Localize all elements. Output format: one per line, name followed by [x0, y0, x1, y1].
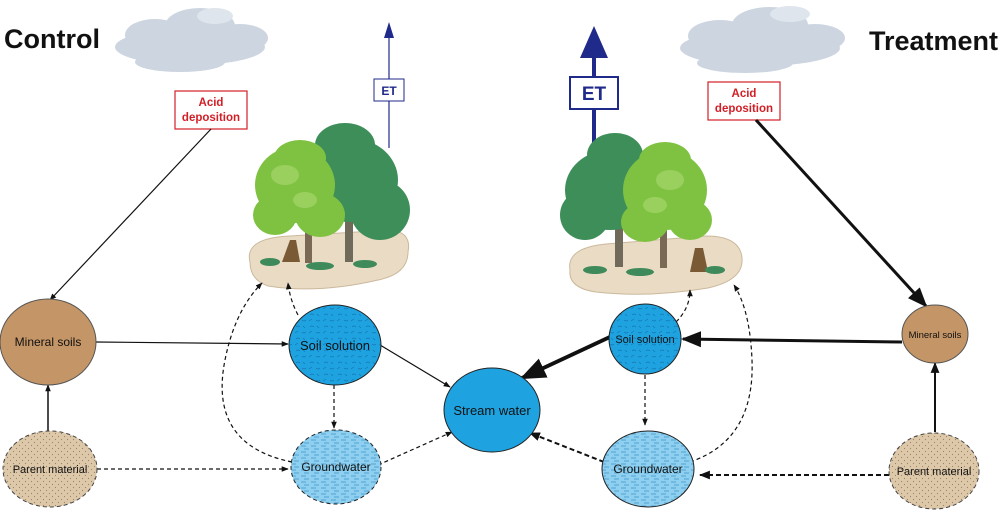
node-label: Groundwater — [301, 460, 370, 474]
mineral-soils-node-control: Mineral soils — [0, 298, 97, 386]
node-label: Mineral soils — [909, 330, 962, 341]
arrow-soil-solution-to-forest-treatment — [675, 289, 693, 323]
arrow-groundwater-to-stream-treatment — [528, 432, 605, 463]
arrow-groundwater-to-forest-control — [221, 282, 293, 463]
arrow-mineral-to-soil-solution-treatment — [681, 331, 903, 348]
forest-illustration-treatment — [560, 133, 743, 295]
et-arrow-treatment: ET — [569, 26, 619, 148]
node-label: Parent material — [13, 464, 88, 476]
soil-solution-node-treatment: Soil solution — [608, 303, 682, 375]
arrow-groundwater-to-forest-treatment — [689, 284, 753, 463]
forest-illustration-control — [248, 123, 410, 290]
acid-deposition-box-control: Acid deposition — [174, 90, 248, 130]
arrow-soil-solution-to-stream-control — [379, 344, 451, 388]
cloud-icon-left — [115, 8, 268, 72]
arrow-acid-to-mineral-treatment — [754, 118, 928, 308]
acid-label-line1: Acid — [199, 97, 224, 109]
acid-label-line2: deposition — [182, 112, 240, 124]
parent-material-node-treatment: Parent material — [888, 432, 980, 510]
arrow-groundwater-to-stream-control — [377, 431, 453, 466]
et-label: ET — [381, 84, 397, 98]
node-label: Groundwater — [613, 462, 682, 476]
soil-solution-node-control: Soil solution — [288, 304, 382, 386]
et-label: ET — [582, 84, 607, 105]
acid-label-line1: Acid — [732, 88, 757, 100]
arrow-soil-solution-to-forest-control — [285, 282, 299, 316]
arrow-soil-solution-to-stream-treatment — [519, 334, 613, 380]
node-label: Soil solution — [615, 334, 674, 346]
treatment-title: Treatment — [869, 26, 998, 56]
parent-material-node-control: Parent material — [2, 430, 98, 508]
et-arrow-control: ET — [373, 22, 405, 148]
arrow-acid-to-mineral-control — [49, 128, 212, 301]
node-label: Mineral soils — [15, 335, 82, 349]
groundwater-node-treatment: Groundwater — [601, 430, 695, 508]
groundwater-node-control: Groundwater — [290, 429, 382, 505]
acid-label-line2: deposition — [715, 103, 773, 115]
mineral-soils-node-treatment: Mineral soils — [901, 304, 969, 364]
stream-water-node: Stream water — [443, 367, 541, 453]
control-title: Control — [4, 24, 100, 54]
node-label: Soil solution — [300, 338, 370, 353]
acid-deposition-box-treatment: Acid deposition — [707, 81, 781, 121]
arrow-mineral-to-soil-solution-control — [95, 341, 289, 347]
node-label: Parent material — [897, 466, 972, 478]
cloud-icon-right — [680, 6, 845, 73]
node-label: Stream water — [453, 403, 531, 418]
